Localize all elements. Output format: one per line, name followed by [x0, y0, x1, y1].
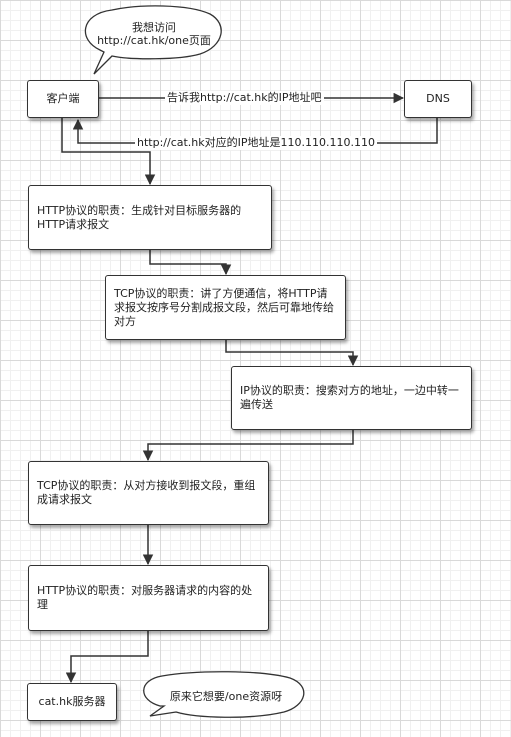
- edge-httprecv-to-server: [65, 631, 149, 684]
- node-http-process[interactable]: HTTP协议的职责：对服务器请求的内容的处理: [28, 565, 269, 631]
- edge-label-ask-dns: 告诉我http://cat.hk的IP地址吧: [165, 91, 324, 105]
- edge-tcp-to-ip: [225, 340, 359, 367]
- node-tcp-reassemble[interactable]: TCP协议的职责：从对方接收到报文段，重组成请求报文: [28, 461, 269, 525]
- node-server[interactable]: cat.hk服务器: [27, 683, 117, 721]
- client-thought-text: 我想访问http://cat.hk/one页面: [97, 21, 211, 47]
- node-client[interactable]: 客户端: [27, 80, 99, 118]
- edge-ip-to-tcprecv: [142, 430, 354, 462]
- edge-http-to-tcp: [149, 250, 232, 276]
- node-dns[interactable]: DNS: [404, 80, 472, 118]
- node-tcp-split[interactable]: TCP协议的职责：讲了方便通信，将HTTP请求报文按序号分割成报文段，然后可靠地…: [105, 275, 346, 340]
- edge-label-dns-reply: http://cat.hk对应的IP地址是110.110.110.110: [135, 136, 377, 150]
- edge-client-to-http: [61, 118, 156, 186]
- client-thought-bubble-shape: [84, 5, 222, 75]
- node-http-request[interactable]: HTTP协议的职责：生成针对目标服务器的HTTP请求报文: [28, 185, 272, 250]
- server-thought-text: 原来它想要/one资源呀: [169, 689, 283, 703]
- node-ip-routing[interactable]: IP协议的职责：搜索对方的地址，一边中转一遍传送: [231, 366, 472, 430]
- server-thought-bubble-shape: [143, 671, 305, 718]
